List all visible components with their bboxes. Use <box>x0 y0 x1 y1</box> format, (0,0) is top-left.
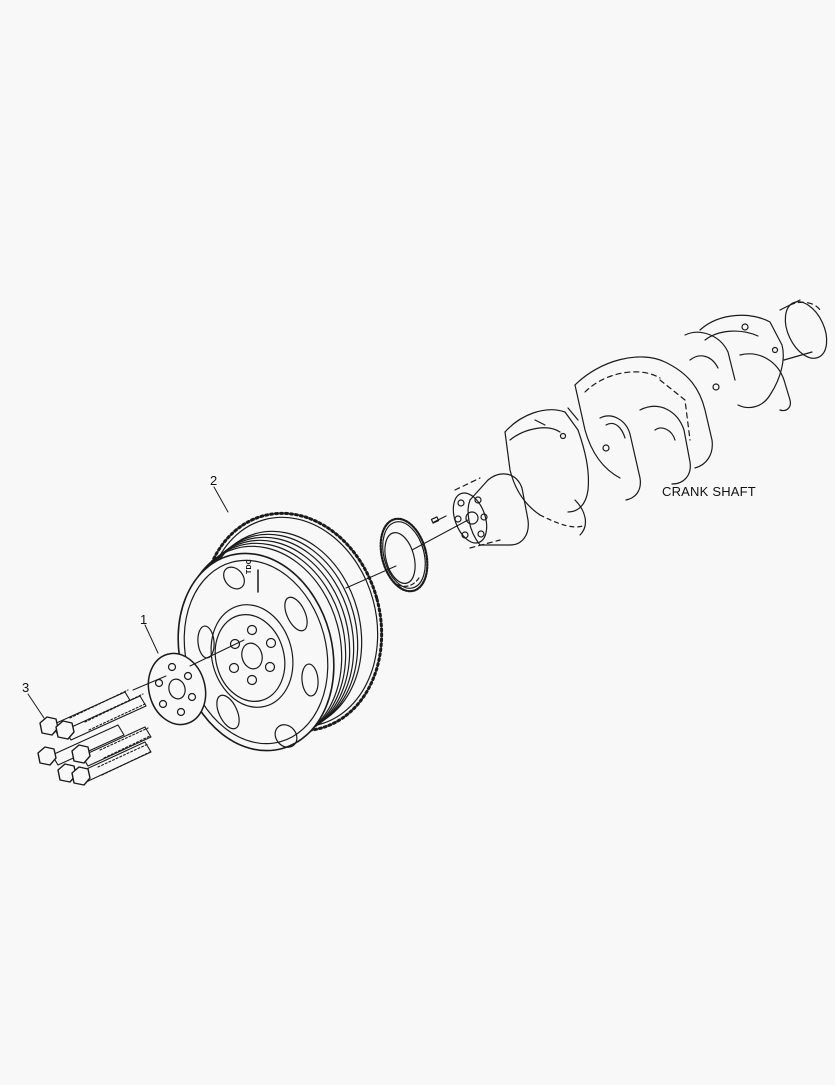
assembly-axis-lines <box>133 520 468 690</box>
reluctor-ring-drawing <box>373 514 435 597</box>
tdc-mark-label: TDC <box>246 559 253 574</box>
crankshaft-label: CRANK SHAFT <box>662 484 756 499</box>
crankshaft-pulley-drawing <box>157 493 406 768</box>
bolts-drawing <box>38 690 151 785</box>
crankshaft-drawing <box>431 295 835 548</box>
callout-3: 3 <box>22 680 30 695</box>
callout-leader-lines <box>28 487 228 718</box>
washer-plate-drawing <box>141 647 214 731</box>
callout-1: 1 <box>140 612 148 627</box>
callout-2: 2 <box>210 473 218 488</box>
